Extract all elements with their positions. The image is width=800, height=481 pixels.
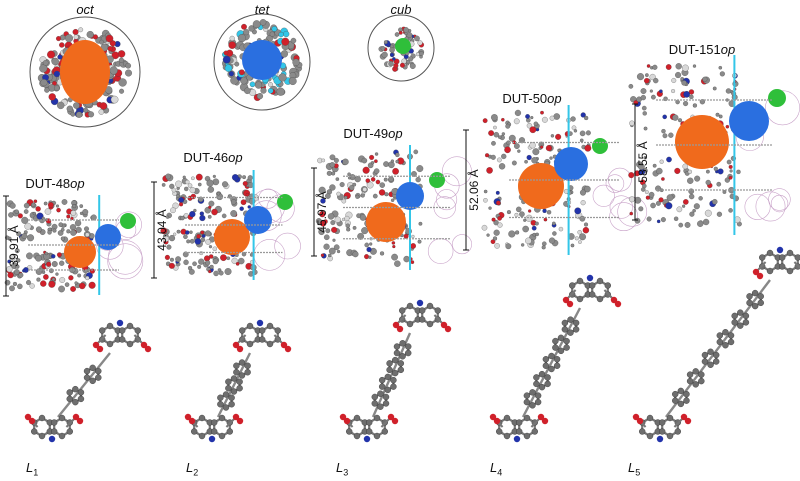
tet-cage: [95, 224, 121, 250]
ligand-label-1: L1: [26, 460, 39, 478]
ligand-4: [489, 274, 622, 443]
tet-cage: [396, 182, 424, 210]
ligand-5: [632, 246, 800, 443]
ligand-label-5: L5: [628, 460, 641, 478]
oct-cage: [518, 163, 564, 209]
tet-cage-sphere: [242, 40, 282, 80]
framework-label-dut151: DUT-151op: [668, 42, 736, 57]
ligand-label-2: L2: [186, 460, 199, 478]
framework-label-dut49: DUT-49op: [343, 126, 403, 141]
tet-cage: [729, 101, 769, 141]
dimension-dut48: 39.91 Å: [7, 225, 21, 267]
cub-cage: [429, 172, 445, 188]
framework-3: [315, 145, 472, 270]
dimension-dut49: 45.97 Å: [315, 191, 329, 233]
oct-cage: [64, 236, 96, 268]
ligand-structures: [24, 246, 800, 443]
ligand-2: [184, 319, 292, 443]
oct-cage-sphere: [60, 40, 110, 104]
cage-tet: [213, 13, 311, 111]
cage-label-oct: oct: [76, 2, 94, 17]
framework-label-dut46: DUT-46op: [183, 150, 243, 165]
cub-cage: [120, 213, 136, 229]
framework-4: [481, 105, 648, 255]
oct-cage: [366, 202, 406, 242]
cage-label-tet: tet: [254, 2, 270, 17]
cub-cage: [277, 194, 293, 210]
dimension-dut50: 52.06 Å: [467, 169, 481, 211]
oct-cage: [675, 115, 729, 169]
tet-cage: [244, 206, 272, 234]
framework-2: [160, 170, 301, 280]
cage-cub: [367, 14, 435, 82]
framework-label-dut50: DUT-50op: [502, 91, 562, 106]
framework-structures: [4, 55, 800, 295]
dimension-bars: [3, 103, 638, 297]
oct-cage: [214, 219, 250, 255]
ligand-1: [24, 319, 152, 443]
cub-cage: [768, 89, 786, 107]
cub-cage-sphere: [395, 38, 411, 54]
ligand-3: [339, 299, 452, 443]
framework-1: [4, 195, 144, 295]
cub-cage: [592, 138, 608, 154]
cage-oct: [29, 16, 141, 128]
framework-5: [628, 55, 800, 235]
ligand-label-4: L4: [490, 460, 503, 478]
cage-label-cub: cub: [390, 2, 412, 17]
ligand-label-3: L3: [336, 460, 349, 478]
framework-label-dut48: DUT-48op: [25, 176, 85, 191]
dimension-dut46: 43.04 Å: [155, 209, 169, 251]
dimension-dut151: 58.55 Å: [636, 141, 650, 183]
tet-cage: [554, 147, 588, 181]
